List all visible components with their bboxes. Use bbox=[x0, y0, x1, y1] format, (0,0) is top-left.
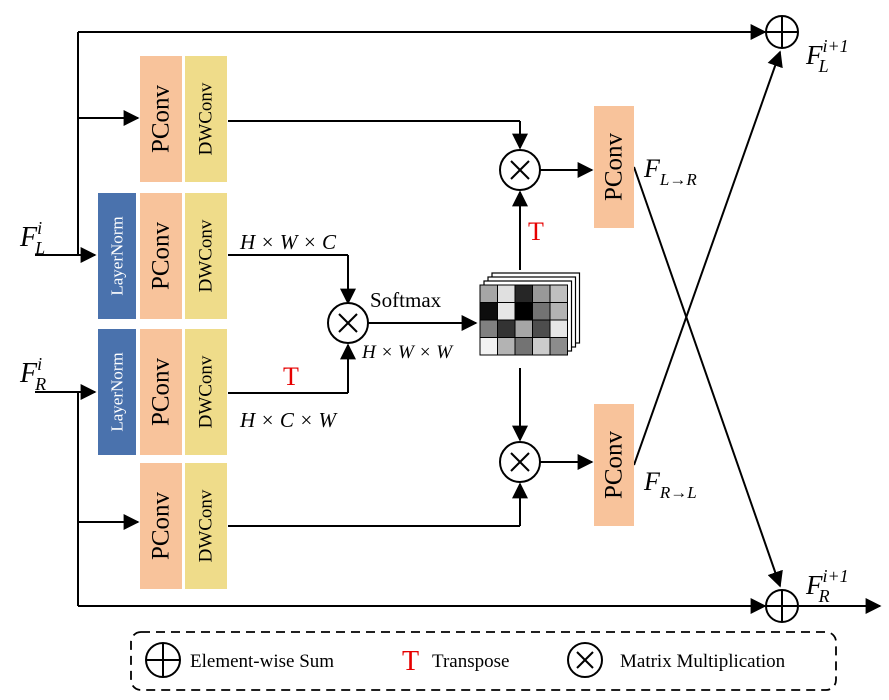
transpose-mark: T bbox=[402, 646, 419, 677]
pconv-block-r-to-l: PConv bbox=[594, 404, 634, 526]
pconv-label: PConv bbox=[148, 84, 175, 153]
feature-r-to-l-label: FR→L bbox=[643, 467, 697, 502]
attention-map bbox=[479, 272, 581, 356]
matmul-icon bbox=[499, 149, 541, 191]
dim-hcw-label: H × C × W bbox=[239, 408, 339, 432]
pconv-label: PConv bbox=[148, 491, 175, 560]
attention-cell bbox=[532, 302, 551, 321]
dwconv-label: DWConv bbox=[196, 219, 217, 292]
matmul-icon bbox=[567, 642, 603, 678]
legend-matmul-label: Matrix Multiplication bbox=[620, 651, 786, 672]
attention-cell bbox=[497, 337, 516, 356]
dwconv-block-top: DWConv bbox=[185, 56, 227, 182]
sum-icon bbox=[145, 642, 181, 678]
attention-cell bbox=[532, 337, 551, 356]
attention-cell bbox=[479, 319, 498, 338]
pconv-label: PConv bbox=[148, 357, 175, 426]
attention-cell bbox=[514, 319, 533, 338]
legend-sum-label: Element-wise Sum bbox=[190, 651, 334, 672]
feature-l-to-r-label: FL→R bbox=[643, 154, 697, 189]
layernorm-label: LayerNorm bbox=[108, 216, 127, 295]
sum-icon bbox=[765, 589, 799, 623]
attention-cell bbox=[549, 302, 568, 321]
layernorm-block-left: LayerNorm bbox=[98, 193, 136, 319]
attention-cell bbox=[514, 302, 533, 321]
dwconv-block-bottom: DWConv bbox=[185, 463, 227, 589]
pconv-block-left: PConv bbox=[140, 193, 182, 319]
attention-cell bbox=[479, 337, 498, 356]
attention-cell bbox=[532, 319, 551, 338]
pconv-block-bottom: PConv bbox=[140, 463, 182, 589]
dwconv-block-right: DWConv bbox=[185, 329, 227, 455]
pconv-block-top: PConv bbox=[140, 56, 182, 182]
attention-cell bbox=[497, 319, 516, 338]
pconv-label: PConv bbox=[148, 221, 175, 290]
dim-hww-label: H × W × W bbox=[361, 342, 454, 363]
pconv-label: PConv bbox=[601, 132, 628, 201]
dwconv-label: DWConv bbox=[196, 489, 217, 562]
connection-lines bbox=[35, 24, 882, 614]
attention-cell bbox=[479, 284, 498, 303]
pconv-block-right: PConv bbox=[140, 329, 182, 455]
attention-cell bbox=[549, 284, 568, 303]
attention-cell bbox=[549, 337, 568, 356]
dwconv-block-left: DWConv bbox=[185, 193, 227, 319]
dwconv-label: DWConv bbox=[196, 82, 217, 155]
layernorm-label: LayerNorm bbox=[108, 352, 127, 431]
matmul-icon bbox=[327, 302, 369, 344]
pconv-label: PConv bbox=[601, 430, 628, 499]
attention-cell bbox=[549, 319, 568, 338]
attention-cell bbox=[532, 284, 551, 303]
transpose-mark: T bbox=[283, 362, 299, 391]
dwconv-label: DWConv bbox=[196, 355, 217, 428]
transpose-mark: T bbox=[528, 217, 544, 246]
attention-cell bbox=[497, 302, 516, 321]
legend: Element-wise Sum T Transpose Matrix Mult… bbox=[130, 631, 837, 691]
matmul-icon bbox=[499, 441, 541, 483]
legend-transpose-label: Transpose bbox=[432, 651, 509, 672]
softmax-label: Softmax bbox=[370, 288, 442, 312]
attention-cell bbox=[514, 284, 533, 303]
attention-cell bbox=[497, 284, 516, 303]
sum-icon bbox=[765, 15, 799, 49]
attention-cell bbox=[514, 337, 533, 356]
attention-cell bbox=[479, 302, 498, 321]
layernorm-block-right: LayerNorm bbox=[98, 329, 136, 455]
dim-hwc-label: H × W × C bbox=[239, 230, 337, 254]
pconv-block-l-to-r: PConv bbox=[594, 106, 634, 228]
